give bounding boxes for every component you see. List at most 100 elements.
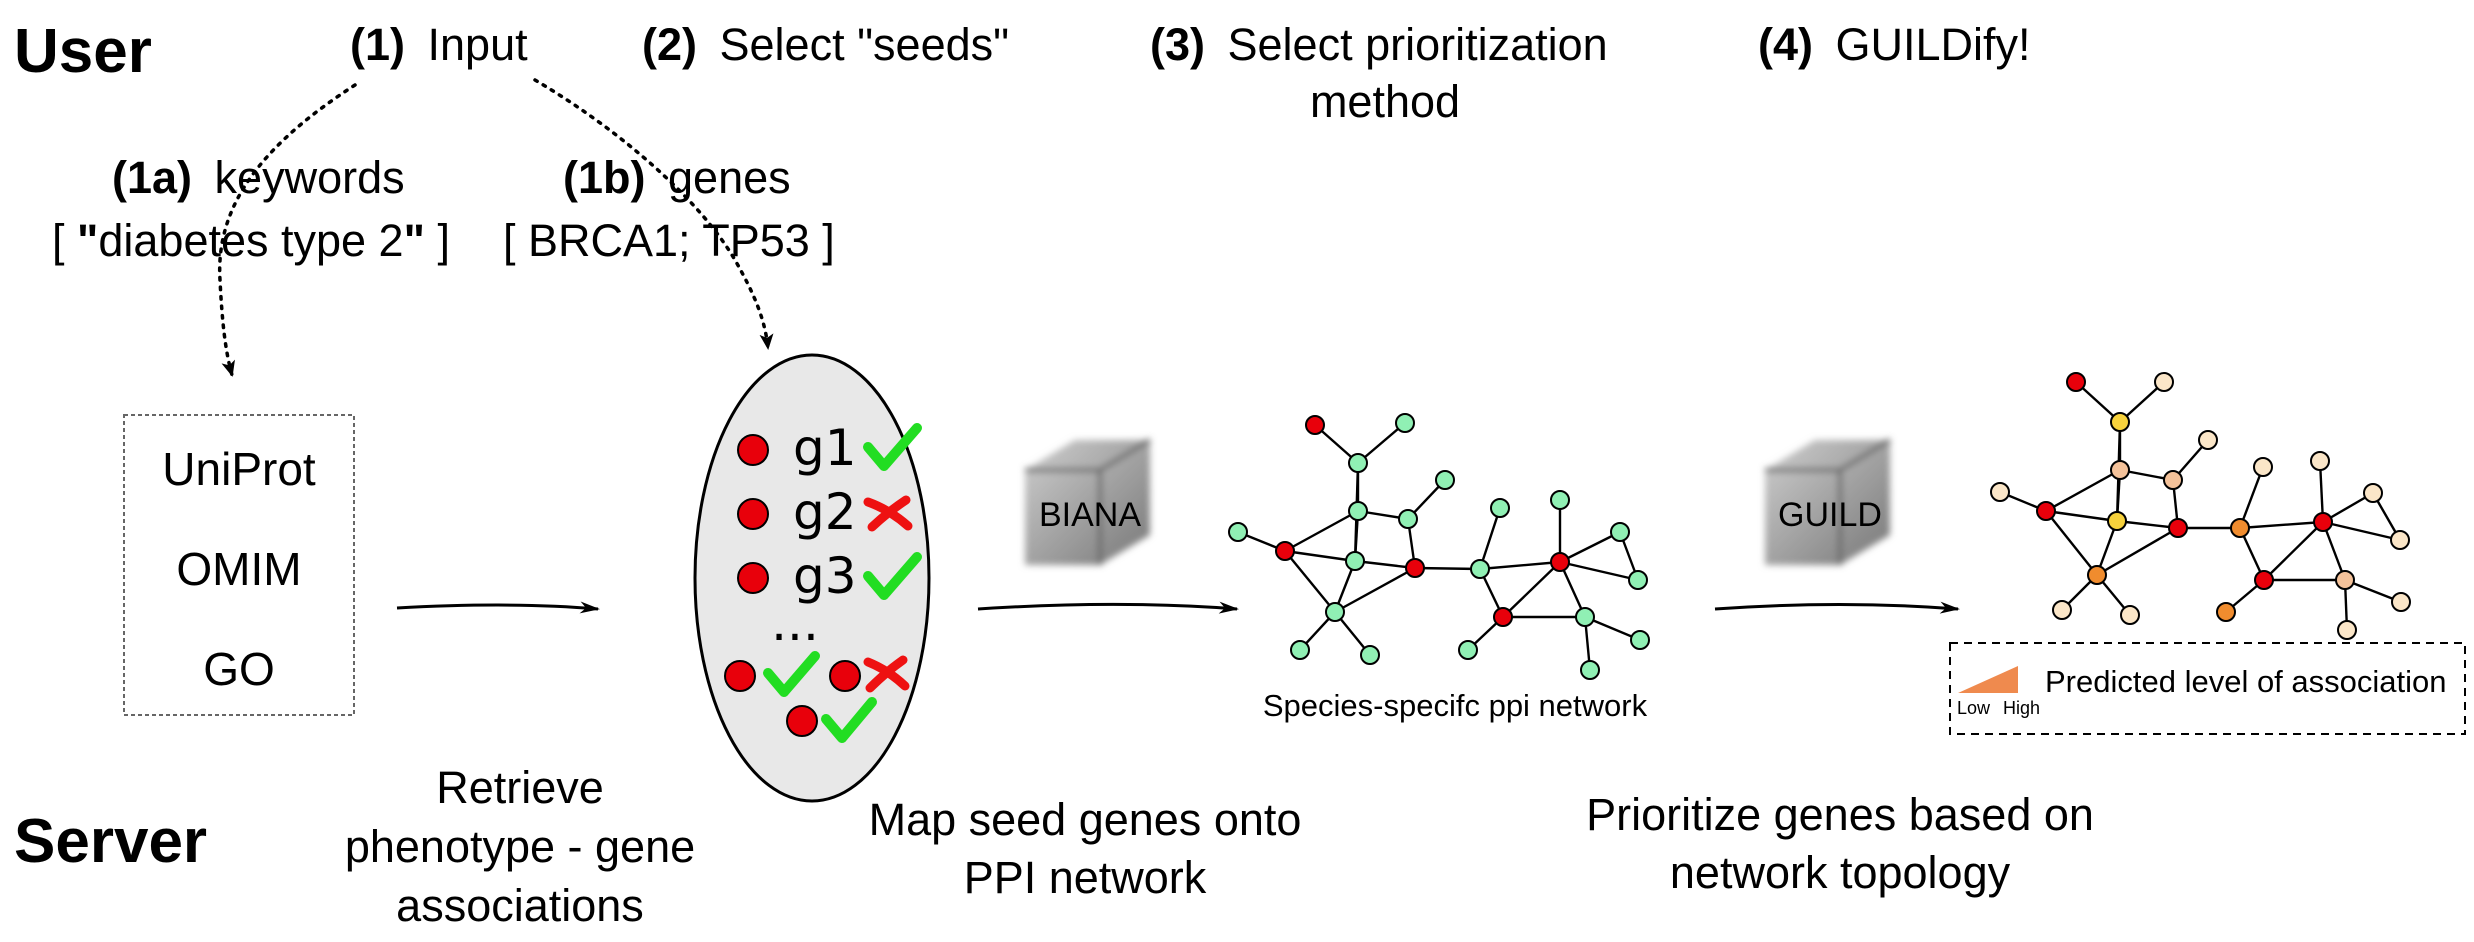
- ppi-node[interactable]: [1458, 640, 1478, 660]
- ppi-node[interactable]: [1395, 413, 1415, 433]
- prioritized-node[interactable]: [2310, 451, 2330, 471]
- ppi-node[interactable]: [1360, 645, 1380, 665]
- guild-cube-icon: GUILD: [1765, 438, 1892, 565]
- ppi-edge: [1284, 509, 1359, 553]
- ppi-node[interactable]: [1490, 498, 1510, 518]
- ppi-node[interactable]: [1610, 522, 1630, 542]
- prioritized-node[interactable]: [2230, 518, 2250, 538]
- prioritized-node[interactable]: [2087, 565, 2107, 585]
- keywords-query: diabetes type 2: [98, 215, 403, 266]
- step-1-label: (1) Input: [350, 19, 528, 70]
- prioritized-node[interactable]: [2335, 570, 2355, 590]
- database-omim: OMIM: [176, 543, 301, 595]
- prioritized-node[interactable]: [1990, 482, 2010, 502]
- step-2-text: Select "seeds": [720, 19, 1010, 70]
- ppi-node[interactable]: [1275, 541, 1295, 561]
- keywords-label: (1a) keywords: [112, 152, 405, 203]
- seed-gene-extra-3[interactable]: [786, 697, 877, 743]
- ppi-edge: [1479, 560, 1561, 571]
- ppi-node[interactable]: [1345, 551, 1365, 571]
- prioritized-node[interactable]: [2154, 372, 2174, 392]
- prioritized-edge: [2096, 526, 2179, 577]
- network-to-prioritized-arrow: [1714, 601, 1960, 614]
- seed-gene-label: g3: [793, 547, 857, 605]
- prioritized-node[interactable]: [2107, 511, 2127, 531]
- ppi-edge: [1284, 550, 1336, 613]
- prioritized-node[interactable]: [2253, 457, 2273, 477]
- genes-text: genes: [668, 152, 791, 203]
- ppi-node[interactable]: [1580, 660, 1600, 680]
- ppi-node[interactable]: [1470, 559, 1490, 579]
- keywords-number: (1a): [112, 152, 192, 203]
- prioritize-line-2: network topology: [1670, 847, 2011, 898]
- prioritized-edge: [2045, 510, 2098, 576]
- ppi-node[interactable]: [1305, 415, 1325, 435]
- map-line-2: PPI network: [964, 852, 1207, 903]
- seeds-to-network-arrow: [977, 601, 1239, 614]
- ppi-edge: [1558, 561, 1587, 618]
- ppi-node[interactable]: [1550, 490, 1570, 510]
- guild-label: GUILD: [1778, 496, 1882, 534]
- ppi-node[interactable]: [1628, 570, 1648, 590]
- ppi-edge: [1414, 566, 1481, 571]
- ppi-node[interactable]: [1435, 470, 1455, 490]
- prioritized-node[interactable]: [2036, 501, 2056, 521]
- legend-title: Predicted level of association: [2045, 664, 2447, 699]
- seed-dot: [737, 498, 769, 530]
- seed-gene-extra-2[interactable]: [829, 655, 910, 693]
- step-3-label: (3) Select prioritization: [1150, 19, 1608, 70]
- map-line-1: Map seed genes onto: [869, 794, 1302, 845]
- seed-dot: [829, 660, 861, 692]
- keywords-close-quote: ": [404, 215, 425, 266]
- ppi-node[interactable]: [1493, 607, 1513, 627]
- ppi-node[interactable]: [1348, 501, 1368, 521]
- prioritized-node[interactable]: [2110, 412, 2130, 432]
- ppi-edge: [1284, 549, 1356, 563]
- step-4-label: (4) GUILDify!: [1758, 19, 2031, 70]
- prioritized-node[interactable]: [2120, 605, 2140, 625]
- prioritized-node[interactable]: [2216, 602, 2236, 622]
- input-to-seeds-arrow: [533, 78, 774, 350]
- ppi-node[interactable]: [1228, 522, 1248, 542]
- prioritized-edge: [2344, 578, 2402, 604]
- ppi-node[interactable]: [1325, 602, 1345, 622]
- step-3-text: Select prioritization: [1228, 19, 1608, 70]
- ppi-node[interactable]: [1550, 552, 1570, 572]
- keywords-open-bracket: [: [52, 215, 77, 266]
- genes-number: (1b): [563, 152, 646, 203]
- seed-gene-g3[interactable]: g3: [737, 547, 922, 605]
- prioritized-node[interactable]: [2337, 620, 2357, 640]
- seed-gene-label: g1: [793, 419, 857, 477]
- ppi-node[interactable]: [1398, 509, 1418, 529]
- input-to-databases-arrow: [217, 83, 357, 377]
- prioritized-node[interactable]: [2066, 372, 2086, 392]
- prioritized-node[interactable]: [2168, 518, 2188, 538]
- ppi-node[interactable]: [1405, 558, 1425, 578]
- ppi-node[interactable]: [1575, 607, 1595, 627]
- prioritized-node[interactable]: [2391, 592, 2411, 612]
- prioritized-node[interactable]: [2390, 530, 2410, 550]
- seed-gene-extra-1[interactable]: [724, 651, 820, 697]
- ppi-edge: [1478, 507, 1502, 570]
- prioritized-edge: [2045, 468, 2121, 513]
- seed-gene-g1[interactable]: g1: [737, 419, 922, 477]
- database-go: GO: [203, 643, 275, 695]
- ppi-node[interactable]: [1290, 640, 1310, 660]
- retrieve-line-3: associations: [396, 880, 644, 931]
- ppi-node[interactable]: [1630, 630, 1650, 650]
- seed-gene-g2[interactable]: g2: [737, 483, 913, 541]
- ppi-edge: [1334, 566, 1416, 614]
- seed-dot: [737, 434, 769, 466]
- ppi-node[interactable]: [1348, 453, 1368, 473]
- prioritized-node[interactable]: [2110, 460, 2130, 480]
- prioritized-node[interactable]: [2163, 470, 2183, 490]
- prioritized-node[interactable]: [2363, 483, 2383, 503]
- prioritized-node[interactable]: [2052, 600, 2072, 620]
- prioritize-line-1: Prioritize genes based on: [1586, 789, 2094, 840]
- prioritized-node[interactable]: [2313, 512, 2333, 532]
- prioritized-network-nodes: [1990, 372, 2411, 640]
- prioritized-node[interactable]: [2254, 570, 2274, 590]
- legend-box: [1949, 642, 2466, 735]
- prioritized-node[interactable]: [2198, 430, 2218, 450]
- step-1-number: (1): [350, 19, 405, 70]
